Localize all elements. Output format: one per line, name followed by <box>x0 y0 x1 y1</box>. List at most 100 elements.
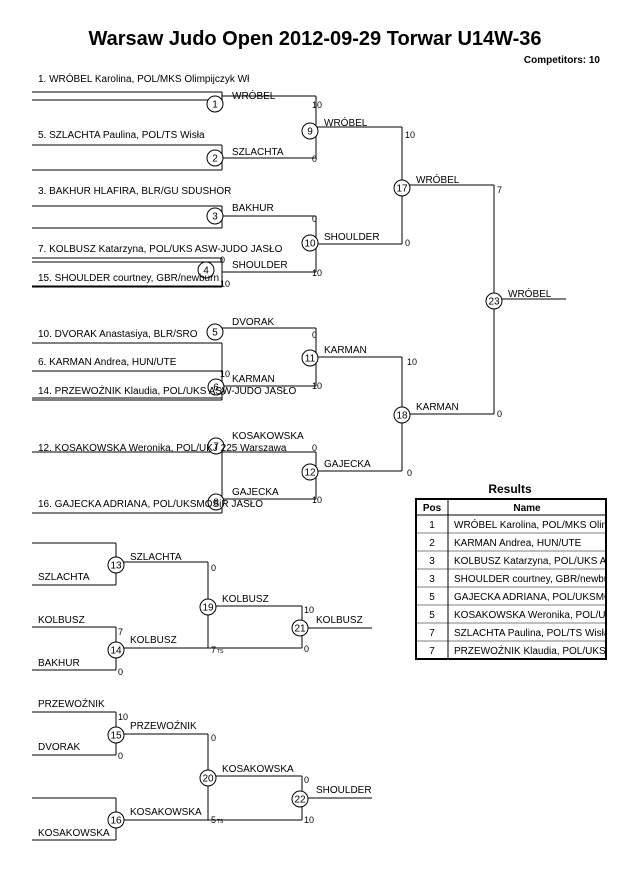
score-top: 10 <box>304 605 314 615</box>
match-circle <box>291 790 309 808</box>
match-circle <box>197 261 215 279</box>
match-number: 5 <box>212 328 218 339</box>
match-number: 23 <box>488 297 500 308</box>
score-top: 7 <box>497 185 502 195</box>
match-number: 15 <box>110 731 122 742</box>
match-winner-label: SZLACHTA <box>130 552 182 563</box>
score-bottom: 10 <box>312 381 322 391</box>
competitor-entry: 1. WRÓBEL Karolina, POL/MKS Olimpijczyk … <box>38 72 250 85</box>
score-top: 10 <box>407 357 417 367</box>
match-winner-label: KOSAKOWSKA <box>232 431 304 442</box>
result-pos: 3 <box>429 574 435 585</box>
score-bottom: 0 <box>405 238 410 248</box>
match-winner-label: SZLACHTA <box>232 147 284 158</box>
match-circle <box>199 598 217 616</box>
match-winner-label: BAKHUR <box>232 203 274 214</box>
match-winner-label: KOSAKOWSKA <box>222 764 294 775</box>
result-name: KOSAKOWSKA Weronika, POL/UKJ <box>454 610 617 621</box>
match-number: 4 <box>203 266 209 277</box>
score-bottom: 10 <box>220 279 230 289</box>
match-circle <box>107 726 125 744</box>
result-pos: 5 <box>429 610 435 621</box>
result-pos: 3 <box>429 556 435 567</box>
match-circle <box>393 406 411 424</box>
score-bottom: 0 <box>407 468 412 478</box>
score-top: 0 <box>211 563 216 573</box>
match-number: 7 <box>213 442 219 453</box>
score-bottom: 0 <box>304 644 309 654</box>
match-winner-label: KOSAKOWSKA <box>130 807 202 818</box>
match-number: 18 <box>396 411 408 422</box>
competitor-entry: 14. PRZEWOŹNIK Klaudia, POL/UKS ASW-JUDO… <box>38 384 296 397</box>
match-circle <box>301 122 319 140</box>
match-number: 1 <box>212 100 218 111</box>
match-number: 19 <box>202 603 214 614</box>
match-circle <box>206 323 224 341</box>
score-top: 0 <box>211 733 216 743</box>
score-bottom: 0 <box>312 154 317 164</box>
score-top: 7 <box>118 627 123 637</box>
score-bottom: 10 <box>312 268 322 278</box>
competitor-entry: 5. SZLACHTA Paulina, POL/TS Wisła <box>38 130 205 141</box>
result-pos: 7 <box>429 646 435 657</box>
competitor-entry: 15. SHOULDER courtney, GBR/newburn <box>38 273 219 284</box>
result-name: PRZEWOŹNIK Klaudia, POL/UKS ASW <box>454 644 630 657</box>
match-number: 17 <box>396 184 408 195</box>
match-circle <box>206 149 224 167</box>
score-top: 10 <box>118 712 128 722</box>
match-winner-label: GAJECKA <box>324 459 371 470</box>
match-winner-label: WRÓBEL <box>508 287 552 300</box>
match-circle <box>207 493 225 511</box>
result-name: KARMAN Andrea, HUN/UTE <box>454 538 582 549</box>
match-circle <box>291 619 309 637</box>
match-winner-label: PRZEWOŹNIK <box>130 719 197 732</box>
result-name: KOLBUSZ Katarzyna, POL/UKS ASW <box>454 556 623 567</box>
match-circle <box>107 641 125 659</box>
repechage-entry: DVORAK <box>38 742 81 753</box>
match-number: 13 <box>110 561 122 572</box>
competitor-entry: 12. KOSAKOWSKA Weronika, POL/UKJ 225 War… <box>38 443 287 454</box>
competitor-entry: 10. DVORAK Anastasiya, BLR/SRO <box>38 329 198 340</box>
competitor-entry: 6. KARMAN Andrea, HUN/UTE <box>38 357 177 368</box>
score-top: 0 <box>304 775 309 785</box>
result-pos: 1 <box>429 520 435 531</box>
ts-mark: TS <box>217 649 224 655</box>
results-col-name: Name <box>513 503 541 514</box>
competitor-entry: 3. BAKHUR HLAFIRA, BLR/GU SDUSHOR <box>38 186 231 197</box>
result-name: GAJECKA ADRIANA, POL/UKSMOSiR <box>454 592 628 603</box>
match-circle <box>207 437 225 455</box>
match-number: 6 <box>213 383 219 394</box>
match-winner-label: KOLBUSZ <box>316 615 363 626</box>
ts-mark: TS <box>217 819 224 825</box>
match-winner-label: WRÓBEL <box>324 116 368 129</box>
match-number: 8 <box>213 498 219 509</box>
score-top: 0 <box>312 443 317 453</box>
repechage-entry: KOLBUSZ <box>38 615 85 626</box>
match-winner-label: WRÓBEL <box>416 173 460 186</box>
match-number: 22 <box>294 795 306 806</box>
result-pos: 7 <box>429 628 435 639</box>
match-circle <box>301 463 319 481</box>
match-circle <box>301 234 319 252</box>
result-pos: 5 <box>429 592 435 603</box>
match-winner-label: WRÓBEL <box>232 89 276 102</box>
match-winner-label: KARMAN <box>324 345 367 356</box>
repechage-entry: BAKHUR <box>38 658 80 669</box>
score-top: 0 <box>312 214 317 224</box>
match-circle <box>301 349 319 367</box>
result-name: WRÓBEL Karolina, POL/MKS Olimpijczyk <box>454 518 630 531</box>
score-top: 0 <box>312 330 317 340</box>
result-name: SHOULDER courtney, GBR/newburn <box>454 574 618 585</box>
score-bottom: 0 <box>497 409 502 419</box>
match-winner-label: KOLBUSZ <box>130 635 177 646</box>
results-col-pos: Pos <box>423 503 442 514</box>
match-winner-label: SHOULDER <box>316 785 372 796</box>
score-bottom: 5 <box>211 815 216 825</box>
score-bottom: 0 <box>118 751 123 761</box>
results-table: Results Pos Name WRÓBEL Karolina, POL/MK… <box>415 482 630 660</box>
match-circle <box>199 769 217 787</box>
match-circle <box>485 292 503 310</box>
match-number: 2 <box>212 154 218 165</box>
match-number: 16 <box>110 816 122 827</box>
